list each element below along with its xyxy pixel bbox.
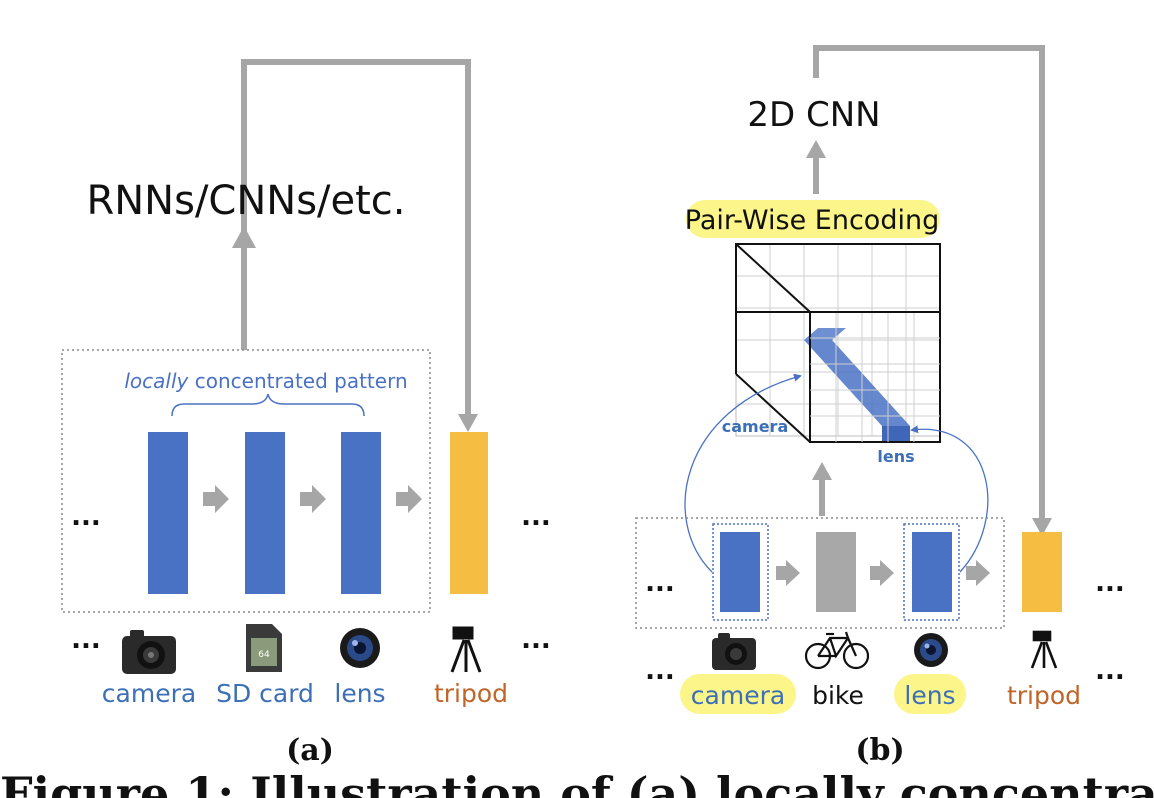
panel-b-flow-arrows [776, 560, 990, 586]
figure-caption-fragment: Figure 1: Illustration of (a) locally co… [0, 767, 1154, 798]
tripod-icon [450, 626, 482, 673]
panel-a-caption: (a) [286, 733, 334, 768]
panel-b-lens-select-box [903, 523, 960, 621]
panel-a-label-tripod: tripod [434, 679, 508, 708]
panel-a-pattern-label: locally concentrated pattern [124, 369, 407, 393]
panel-b-bar-camera [720, 532, 760, 612]
lens-icon [340, 628, 380, 668]
svg-text:64: 64 [258, 650, 270, 660]
panel-a-bar-camera [148, 432, 188, 594]
pair-wise-encoding-cube [735, 243, 941, 443]
panel-a-flow-arrows [203, 485, 422, 513]
panel-a-head-label: RNNs/CNNs/etc. [86, 178, 405, 224]
panel-b-bar-bike [816, 532, 856, 612]
panel-a-label-camera: camera [102, 679, 196, 708]
panel-b-cube-camera-label: camera [722, 417, 789, 436]
sd-card-icon: 64 [246, 624, 282, 672]
panel-b-ellipsis-right: ... [1095, 568, 1125, 598]
bike-icon [804, 631, 870, 670]
panel-a: RNNs/CNNs/etc. locally concentrated patt… [61, 59, 551, 768]
panel-a-feedback-arrow [241, 59, 471, 418]
panel-b-feedback-arrow [813, 45, 1045, 520]
panel-b-encoding-highlight [686, 200, 940, 238]
panel-b-label-camera: camera [691, 681, 785, 710]
panel-b-caption: (b) [855, 733, 904, 768]
panel-b: 2D CNN Pair-Wise Encoding [635, 45, 1125, 768]
panel-a-brace [171, 393, 365, 417]
camera-icon [122, 630, 176, 674]
tripod-icon [1030, 630, 1058, 669]
panel-b-bar-tripod [1022, 532, 1062, 612]
lens-icon [914, 633, 948, 667]
panel-b-ellipsis-left: ... [645, 568, 675, 598]
panel-a-bar-sd-card [245, 432, 285, 594]
panel-b-camera-label-highlight [680, 674, 796, 714]
panel-b-up-arrow [812, 462, 832, 480]
panel-b-label-tripod: tripod [1007, 681, 1081, 710]
panel-b-lens-label-highlight [894, 674, 966, 714]
panel-a-bar-tripod [450, 432, 488, 594]
panel-b-head-label: 2D CNN [747, 95, 880, 135]
panel-b-camera-select-box [712, 523, 769, 621]
panel-b-lens-link-arrow [910, 425, 989, 573]
panel-a-ellipsis-left: ... [71, 502, 101, 532]
panel-a-label-lens: lens [334, 679, 385, 708]
panel-a-label-sd-card: SD card [216, 679, 314, 708]
panel-b-encoding-label: Pair-Wise Encoding [685, 205, 939, 236]
panel-b-ellipsis-left-items: ... [645, 656, 675, 686]
panel-b-label-bike: bike [812, 681, 864, 710]
panel-a-bar-lens [341, 432, 381, 594]
panel-a-ellipsis-right-items: ... [521, 625, 551, 655]
panel-b-cube-lens-label: lens [877, 447, 914, 466]
panel-b-ellipsis-right-items: ... [1095, 656, 1125, 686]
panel-b-camera-link-arrow [684, 373, 802, 573]
panel-a-up-arrow [232, 226, 256, 248]
panel-b-label-lens: lens [904, 681, 955, 710]
camera-icon [712, 633, 756, 670]
panel-a-ellipsis-left-items: ... [71, 625, 101, 655]
panel-a-ellipsis-right: ... [521, 502, 551, 532]
panel-b-bar-lens [912, 532, 952, 612]
panel-b-sequence-window [635, 517, 1005, 629]
